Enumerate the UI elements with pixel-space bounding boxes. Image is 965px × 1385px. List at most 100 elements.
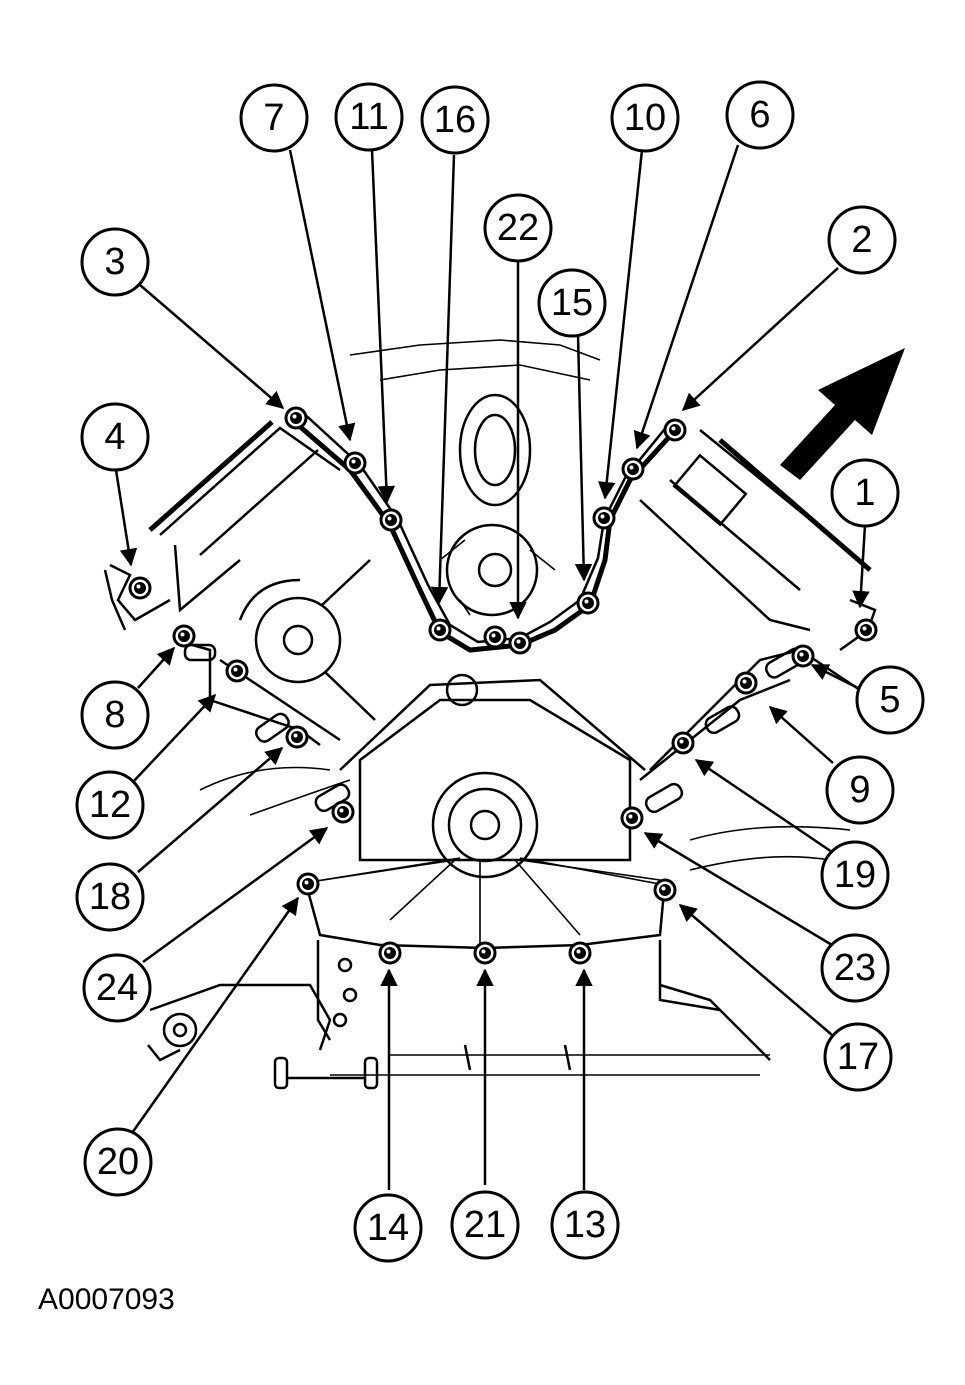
callout-7: 7 <box>239 83 309 153</box>
bolts <box>128 406 878 965</box>
callout-label-8: 8 <box>104 694 125 736</box>
callout-label-7: 7 <box>263 97 284 139</box>
callout-label-5: 5 <box>879 679 900 721</box>
callout-16: 16 <box>420 85 490 155</box>
bolt-head-icon <box>854 618 878 642</box>
bolt-head-icon <box>791 644 815 668</box>
view-direction-arrow-icon <box>780 348 905 480</box>
callout-label-22: 22 <box>497 207 539 249</box>
callout-20: 20 <box>83 1127 153 1197</box>
leader-2 <box>681 267 839 411</box>
callout-23: 23 <box>820 933 890 1003</box>
leader-11 <box>370 149 396 504</box>
callout-label-6: 6 <box>749 94 770 136</box>
leader-23 <box>643 831 833 947</box>
bolt-head-icon <box>592 506 616 530</box>
callout-label-16: 16 <box>434 99 476 141</box>
bolt-head-icon <box>734 671 758 695</box>
leader-6 <box>633 144 740 450</box>
callout-12: 12 <box>75 770 145 840</box>
bolt-head-icon <box>621 457 645 481</box>
bolt-head-icon <box>172 624 196 648</box>
bolt-head-icon <box>378 941 402 965</box>
callout-2: 2 <box>827 205 897 275</box>
callout-label-3: 3 <box>104 241 125 283</box>
callout-15: 15 <box>537 268 607 338</box>
callout-4: 4 <box>80 402 150 472</box>
leader-24 <box>142 826 329 964</box>
bolt-head-icon <box>576 591 600 615</box>
callout-label-17: 17 <box>837 1036 879 1078</box>
callout-label-19: 19 <box>834 854 876 896</box>
bolt-head-icon <box>285 725 309 749</box>
leader-8 <box>137 646 175 689</box>
callout-label-12: 12 <box>89 784 131 826</box>
leader-18 <box>137 747 284 873</box>
leader-7 <box>288 149 356 442</box>
leader-5 <box>810 663 859 690</box>
bolt-head-icon <box>653 878 677 902</box>
callout-5: 5 <box>855 665 925 735</box>
callout-3: 3 <box>80 227 150 297</box>
callout-18: 18 <box>75 862 145 932</box>
callout-label-10: 10 <box>624 97 666 139</box>
drawing-id-label: A0007093 <box>38 1283 175 1316</box>
leader-1 <box>852 524 870 609</box>
callout-label-18: 18 <box>89 876 131 918</box>
bolt-head-icon <box>663 418 687 442</box>
callout-9: 9 <box>825 755 895 825</box>
callout-11: 11 <box>334 82 404 152</box>
leader-lines <box>114 144 870 1190</box>
bolt-head-icon <box>568 941 592 965</box>
callout-label-24: 24 <box>96 967 138 1009</box>
callout-14: 14 <box>353 1193 423 1263</box>
callout-22: 22 <box>483 193 553 263</box>
bolt-head-icon <box>296 872 320 896</box>
callout-label-4: 4 <box>104 416 125 458</box>
leader-19 <box>694 758 833 854</box>
bolt-head-icon <box>225 659 249 683</box>
callout-label-9: 9 <box>849 769 870 811</box>
callout-21: 21 <box>450 1190 520 1260</box>
leader-17 <box>678 904 833 1036</box>
callout-19: 19 <box>820 840 890 910</box>
bolt-head-icon <box>671 731 695 755</box>
callout-label-23: 23 <box>834 947 876 989</box>
leader-12 <box>131 693 217 784</box>
callout-24: 24 <box>82 953 152 1023</box>
callout-17: 17 <box>823 1022 893 1092</box>
leader-3 <box>139 284 285 409</box>
callout-1: 1 <box>830 458 900 528</box>
callout-13: 13 <box>550 1190 620 1260</box>
callouts: 1 2 3 4 5 6 7 8 9 10 11 12 13 14 15 16 1… <box>75 80 925 1263</box>
callout-label-20: 20 <box>97 1141 139 1183</box>
bolt-head-icon <box>331 800 355 824</box>
bolt-head-icon <box>379 508 403 532</box>
bolt-head-icon <box>473 941 497 965</box>
leader-4 <box>114 469 138 567</box>
callout-label-11: 11 <box>349 96 388 138</box>
callout-10: 10 <box>610 83 680 153</box>
callout-label-14: 14 <box>367 1207 409 1249</box>
engine-line-art <box>103 339 877 1090</box>
callout-label-15: 15 <box>551 282 593 324</box>
callout-6: 6 <box>725 80 795 150</box>
leader-16 <box>430 154 456 605</box>
leader-15 <box>574 334 593 582</box>
callout-8: 8 <box>80 680 150 750</box>
leader-9 <box>768 706 834 764</box>
bolt-head-icon <box>483 625 507 649</box>
callout-label-1: 1 <box>854 472 875 514</box>
bolt-head-icon <box>620 806 644 830</box>
leader-20 <box>130 896 300 1134</box>
leader-10 <box>597 149 644 500</box>
bolt-head-icon <box>508 631 532 655</box>
callout-label-13: 13 <box>564 1204 606 1246</box>
callout-label-21: 21 <box>464 1204 506 1246</box>
bolt-head-icon <box>428 618 452 642</box>
bolt-head-icon <box>284 406 308 430</box>
bolt-head-icon <box>343 451 367 475</box>
bolt-head-icon <box>128 576 152 600</box>
callout-label-2: 2 <box>851 219 872 261</box>
